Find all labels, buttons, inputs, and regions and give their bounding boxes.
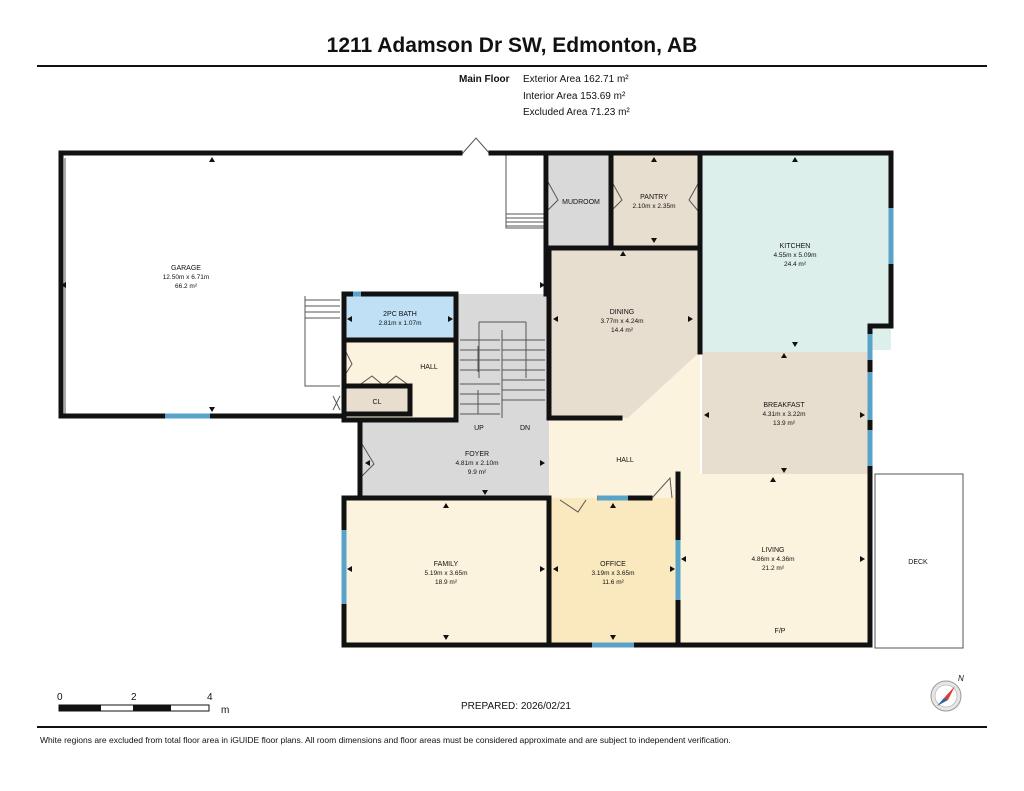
scale-tick-2: 2: [131, 692, 137, 703]
office-name: OFFICE: [600, 561, 626, 568]
east-wall: [675, 150, 894, 648]
dining-name: DINING: [610, 309, 635, 316]
living-area: 21.2 m²: [762, 565, 785, 572]
pantry-fill: [611, 154, 700, 246]
page-title: 1211 Adamson Dr SW, Edmonton, AB: [326, 34, 698, 57]
scale-unit: m: [221, 705, 229, 716]
dining-dims: 3.77m x 4.24m: [601, 318, 644, 325]
mudroom-name: MUDROOM: [562, 199, 600, 206]
title-rule: [37, 65, 987, 67]
kitchen-name: KITCHEN: [780, 243, 811, 250]
garage-dims: 12.50m x 6.71m: [163, 274, 210, 281]
office-area: 11.6 m²: [602, 579, 624, 586]
family-area: 18.9 m²: [435, 579, 458, 586]
exterior-area: Exterior Area 162.71 m²: [523, 74, 629, 85]
compass-icon: N: [930, 674, 964, 712]
bath-fill: [344, 294, 456, 340]
family-dims: 5.19m x 3.65m: [425, 570, 468, 577]
scale-tick-0: 0: [57, 692, 63, 703]
dining-fill: [549, 248, 700, 418]
foyer-fill: [361, 420, 549, 498]
room-labels: GARAGE 12.50m x 6.71m 66.2 m² MUDROOM PA…: [163, 194, 928, 635]
bath-name: 2PC BATH: [383, 311, 417, 318]
garage-name: GARAGE: [171, 265, 201, 272]
hall-upper-name: HALL: [420, 364, 438, 371]
living-fill: [678, 474, 868, 643]
prepared-date: PREPARED: 2026/02/21: [461, 701, 571, 712]
breakfast-area: 13.9 m²: [773, 420, 796, 427]
office-dims: 3.19m x 3.65m: [592, 570, 635, 577]
stairs-up: UP: [474, 425, 484, 432]
hall-main-fill: [549, 352, 700, 498]
deck-name: DECK: [908, 559, 928, 566]
footer-rule: [37, 726, 987, 728]
scale-bar: 0 2 4 m: [57, 692, 229, 716]
deck-outline: [874, 473, 964, 649]
mudroom-fill: [549, 154, 611, 246]
area-list: Exterior Area 162.71 m² Interior Area 15…: [523, 72, 630, 122]
excluded-area: Excluded Area 71.23 m²: [523, 107, 630, 118]
dimension-ticks: [61, 157, 865, 640]
floor-name: Main Floor: [459, 74, 510, 85]
living-name: LIVING: [762, 547, 785, 554]
kitchen-area: 24.4 m²: [784, 261, 807, 268]
living-dims: 4.86m x 4.36m: [752, 556, 795, 563]
dining-area: 14.4 m²: [611, 327, 634, 334]
fireplace-label: F/P: [775, 628, 786, 635]
foyer-dims: 4.81m x 2.10m: [456, 460, 499, 467]
interior-area: Interior Area 153.69 m²: [523, 90, 626, 102]
breakfast-name: BREAKFAST: [763, 402, 805, 409]
family-name: FAMILY: [434, 561, 459, 568]
hall-main-name: HALL: [616, 457, 634, 464]
breakfast-fill: [702, 352, 868, 474]
stairs-down: DN: [520, 425, 530, 432]
footnote: White regions are excluded from total fl…: [40, 735, 731, 745]
pantry-name: PANTRY: [640, 194, 668, 201]
closet-name: CL: [373, 399, 382, 406]
office-fill: [549, 498, 678, 643]
thin-lines: [61, 137, 964, 649]
room-fills: [344, 154, 891, 643]
breakfast-dims: 4.31m x 3.22m: [763, 411, 806, 418]
bath-dims: 2.81m x 1.07m: [379, 320, 422, 327]
garage-steps-left: [304, 296, 340, 387]
garage-area: 66.2 m²: [175, 283, 198, 290]
scale-tick-4: 4: [207, 692, 213, 703]
compass-north: N: [958, 674, 964, 683]
kitchen-dims: 4.55m x 5.09m: [774, 252, 817, 259]
windows: [165, 208, 894, 648]
garage-steps-top: [505, 154, 545, 229]
kitchen-fill-lower: [700, 196, 891, 352]
family-fill: [344, 498, 548, 643]
closet-fill: [344, 386, 410, 414]
foyer-name: FOYER: [465, 451, 489, 458]
pantry-dims: 2.10m x 2.35m: [633, 203, 676, 210]
foyer-area: 9.9 m²: [468, 469, 487, 476]
